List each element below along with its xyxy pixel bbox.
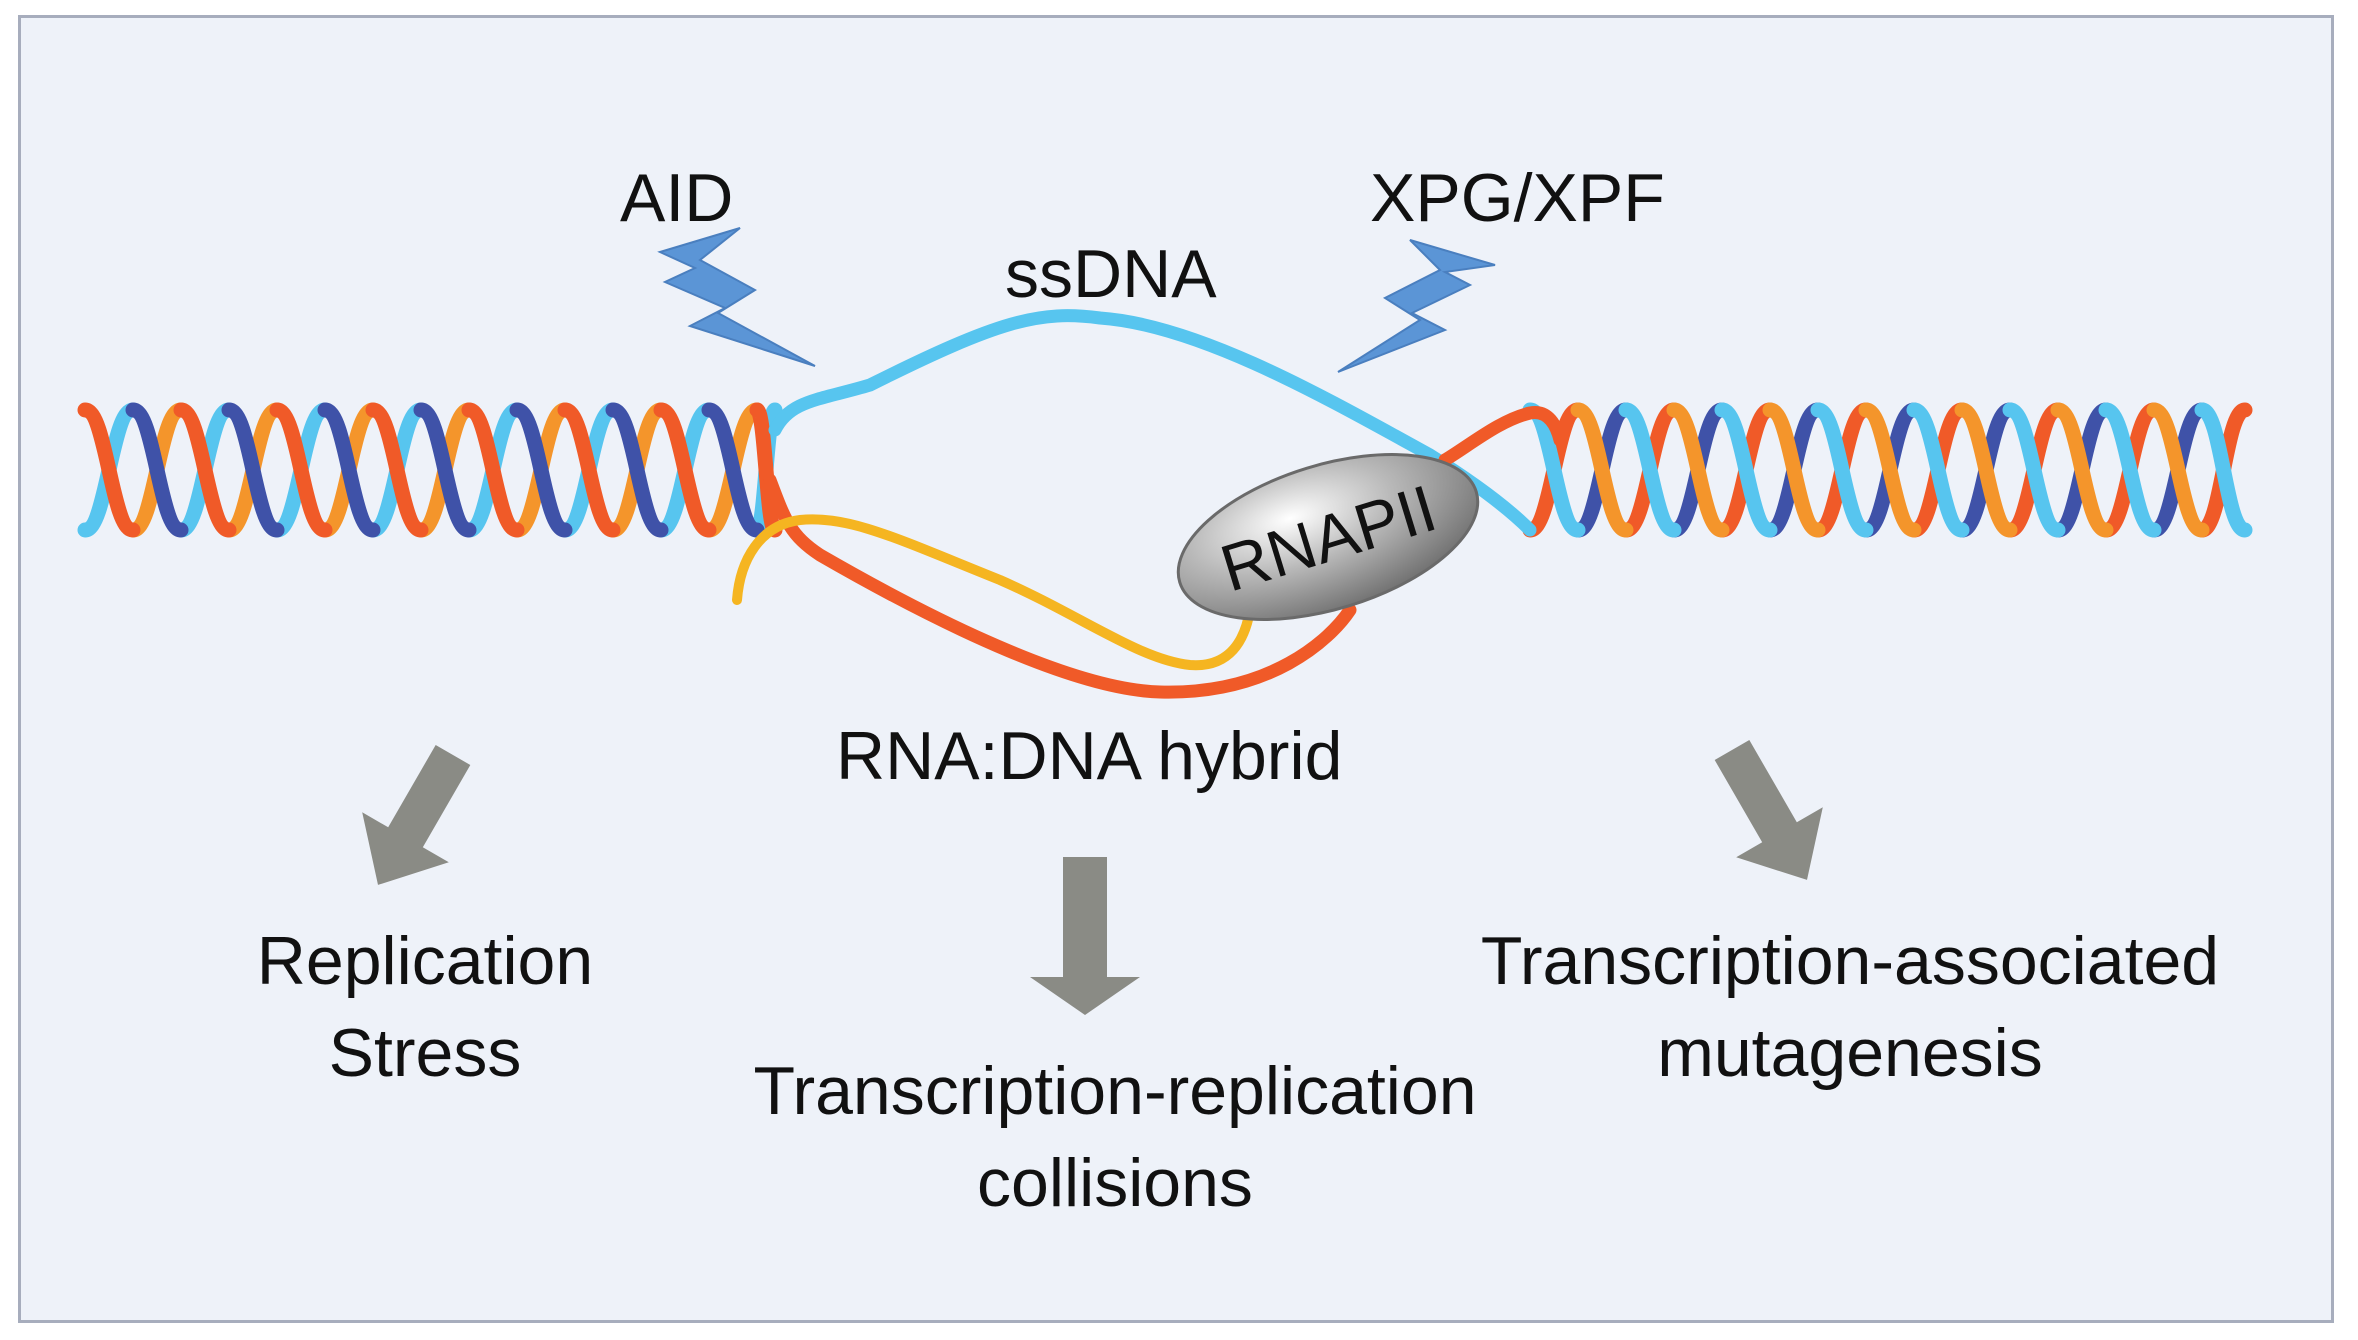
dna-strand-segment — [1858, 402, 1922, 538]
ssdna-label: ssDNA — [1005, 236, 1217, 312]
aid-label: AID — [620, 160, 734, 236]
template-dna-strand — [763, 473, 1357, 699]
dna-strand-segment — [125, 402, 189, 538]
right-dna-double-helix — [1522, 402, 2253, 538]
arrow-down-icon — [362, 745, 471, 885]
dna-strand-segment — [2194, 402, 2253, 538]
dna-strand-segment — [701, 402, 765, 538]
nascent-rna-strand — [732, 514, 1255, 671]
dna-strand-segment — [557, 402, 621, 538]
dna-strand-segment — [317, 402, 381, 538]
dna-strand-segment — [1618, 402, 1682, 538]
dna-strand-segment — [605, 402, 669, 538]
arrow-down-icon — [1030, 857, 1140, 1015]
outcome-line: Replication — [256, 923, 594, 999]
rna-dna-hybrid-label: RNA:DNA hybrid — [836, 718, 1343, 794]
dna-strand-segment — [1570, 402, 1634, 538]
dna-strand-segment — [653, 402, 717, 538]
dna-strand-segment — [173, 402, 237, 538]
dna-strand-segment — [2146, 402, 2210, 538]
figure-frame — [18, 15, 2334, 1323]
dna-strand-segment — [509, 402, 573, 538]
arrow-down-icon — [1714, 740, 1823, 880]
dna-strand-segment — [1762, 402, 1826, 538]
dna-strand-segment — [269, 402, 333, 538]
dna-strand-segment — [413, 402, 477, 538]
outcome-transcription-replication-collisions: Transcription-replication collisions — [700, 1045, 1530, 1229]
dna-strand-segment — [1954, 402, 2018, 538]
outcome-transcription-associated-mutagenesis: Transcription-associated mutagenesis — [1420, 915, 2280, 1099]
dna-strand-segment — [2002, 402, 2066, 538]
lightning-bolt-icon — [1337, 239, 1496, 373]
dna-strand-segment — [1906, 402, 1970, 538]
lightning-bolt-icon — [657, 227, 816, 367]
outcome-line: Transcription-replication — [753, 1053, 1477, 1129]
left-dna-double-helix — [77, 402, 783, 538]
outcome-line: collisions — [977, 1145, 1253, 1221]
xpg-xpf-label: XPG/XPF — [1370, 160, 1665, 236]
dna-strand-segment — [1666, 402, 1730, 538]
outcome-line: Stress — [328, 1015, 522, 1091]
dna-strand-segment — [77, 402, 141, 538]
template-dna-strand-right — [1438, 406, 1567, 467]
outcome-line: mutagenesis — [1657, 1015, 2043, 1091]
dna-strand-segment — [221, 402, 285, 538]
outcome-replication-stress: Replication Stress — [225, 915, 625, 1099]
dna-strand-segment — [1810, 402, 1874, 538]
dna-strand-segment — [2050, 402, 2114, 538]
dna-strand-segment — [461, 402, 525, 538]
dna-strand-segment — [1714, 402, 1778, 538]
outcome-line: Transcription-associated — [1480, 923, 2220, 999]
rnapii-polymerase: RNAPII — [1176, 453, 1480, 621]
dna-strand-segment — [365, 402, 429, 538]
dna-strand-segment — [2098, 402, 2162, 538]
